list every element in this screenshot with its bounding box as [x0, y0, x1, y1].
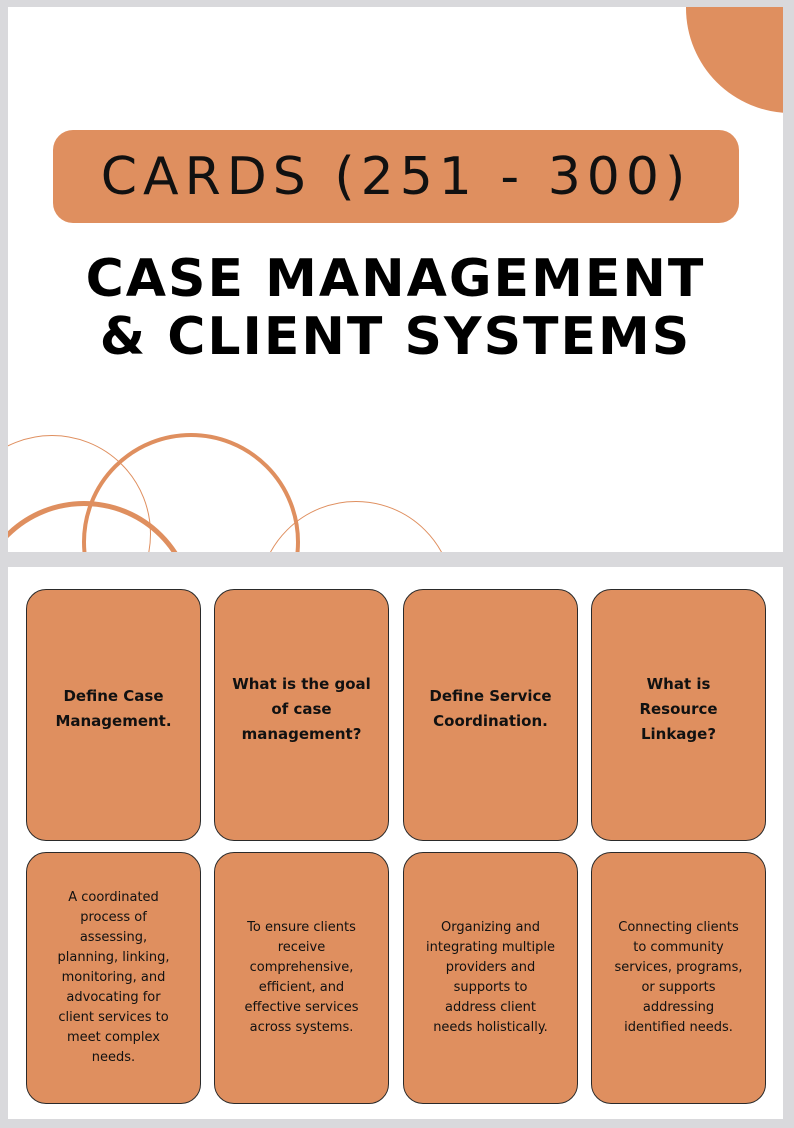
- answer-text: Organizing and integrating multiple prov…: [426, 920, 555, 1035]
- corner-circle-decoration: [686, 7, 783, 113]
- flashcard-answer-1: A coordinated process of assessing, plan…: [26, 852, 201, 1104]
- flashcard-question-1: Define Case Management.: [26, 589, 201, 841]
- flashcard-answer-2: To ensure clients receive comprehensive,…: [214, 852, 389, 1104]
- answer-text: To ensure clients receive comprehensive,…: [244, 920, 359, 1035]
- flashcard-answer-3: Organizing and integrating multiple prov…: [403, 852, 578, 1104]
- question-text: Define Case Management.: [55, 687, 172, 730]
- question-text: What is Resource Linkage?: [639, 674, 718, 743]
- flashcards-page: Define Case Management. What is the goal…: [8, 567, 783, 1119]
- question-text: What is the goal of case management?: [232, 674, 371, 743]
- answer-text: Connecting clients to community services…: [614, 920, 743, 1035]
- page-title-line-2: & CLIENT SYSTEMS: [99, 307, 692, 367]
- flashcard-question-4: What is Resource Linkage?: [591, 589, 766, 841]
- flashcard-answer-4: Connecting clients to community services…: [591, 852, 766, 1104]
- question-text: Define Service Coordination.: [429, 687, 552, 730]
- flashcard-question-2: What is the goal of case management?: [214, 589, 389, 841]
- flashcard-question-3: Define Service Coordination.: [403, 589, 578, 841]
- cards-range-banner: CARDS (251 - 300): [53, 130, 739, 223]
- answer-text: A coordinated process of assessing, plan…: [57, 890, 170, 1065]
- page-title-line-1: CASE MANAGEMENT: [85, 249, 706, 309]
- cards-range-label: CARDS (251 - 300): [100, 146, 692, 207]
- cover-page: CARDS (251 - 300) CASE MANAGEMENT & CLIE…: [8, 7, 783, 552]
